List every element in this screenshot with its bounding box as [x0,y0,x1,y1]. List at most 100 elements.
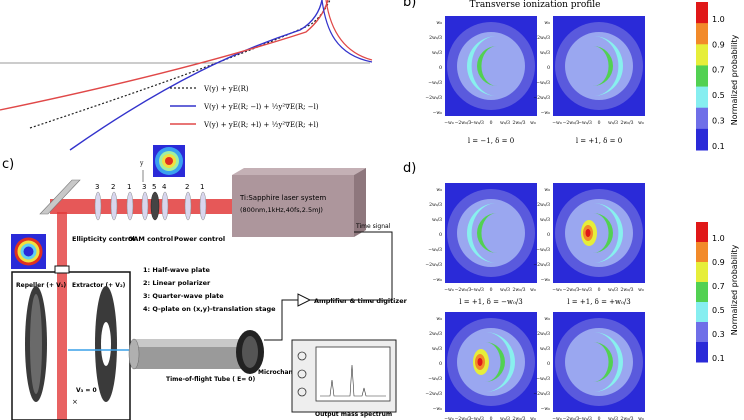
curve-plus-l-right [325,0,373,61]
optic-legend-item-3: 4: Q-plate on (x,y)-translation stage [143,305,276,313]
profile-crescent-green [485,342,505,382]
y-tick-label: −2w₀/3 [533,95,550,101]
colorbar-b-label: Normalized probability [730,34,739,125]
x-tick-label: 2w₀/3 [621,416,634,420]
optic-legend: 1: Half-wave plate 2: Linear polarizer 3… [143,266,276,313]
control-label-power: Power control [174,235,225,243]
optic-number-0: 3 [95,183,99,191]
control-label-oam: OAM control [128,235,173,243]
y-tick-label: −w₀ [433,111,443,116]
y-tick-label: −w₀/3 [536,80,550,86]
colorbar-segment [696,342,708,363]
colorbar-segment [696,44,708,66]
x-tick-label: −w₀ [444,121,454,126]
plot-b-l-minus1: w₀2w₀/3w₀/30−w₀/3−2w₀/3−w₀−w₀−2w₀/3−w₀/3… [425,16,537,126]
control-label-ellipticity: Ellipticity control [72,235,135,243]
y-tick-label: w₀ [544,317,550,322]
panel-d-label: d) [403,161,416,176]
curve-minus-l-right [321,0,373,63]
x-tick-label: 0 [598,416,601,420]
x-tick-label: −w₀ [552,417,562,420]
repeller-plate-face [30,294,42,394]
colorbar-segment [696,242,708,263]
x-tick-label: 2w₀/3 [513,287,526,293]
optic-qwp-1 [94,191,102,221]
x-tick-label: w₀ [530,121,536,126]
beam-profile-gaussian [153,145,185,177]
x-tick-label: −2w₀/3 [455,120,472,126]
colorbar-tick: 1.0 [712,15,725,24]
x-tick-label: −w₀/3 [470,120,484,126]
colorbar-segment [696,107,708,130]
y-tick-label: −2w₀/3 [533,391,550,397]
donut-hole [23,246,34,257]
colorbar-d: 1.00.90.70.50.30.1 [696,222,725,363]
optic-number-2: 1 [127,183,131,191]
amplifier-symbol [297,293,312,307]
y-tick-label: w₀ [544,21,550,26]
tof-tube-label: Time-of-flight Tube ( E= 0) [166,376,255,383]
optic-qplate [150,191,160,221]
y-tick-label: w₀/3 [540,217,550,223]
optic-lp-2 [184,191,192,221]
y-tick-label: −w₀ [541,278,551,283]
mcp-detector-face [242,336,258,368]
colorbar-segment [696,128,708,151]
optic-number-6: 2 [185,183,189,191]
colorbar-segment [696,23,708,45]
y-tick-label: w₀/3 [540,346,550,352]
x-tick-label: −w₀ [444,288,454,293]
y-tick-label: w₀ [436,21,442,26]
y-tick-label: w₀/3 [540,50,550,56]
x-tick-label: −2w₀/3 [455,287,472,293]
optics-row [94,191,207,221]
profile-peak-red [585,229,591,237]
x-tick-label: w₀ [530,288,536,293]
profile-crescent-cyan [485,332,515,392]
legend-label-1: V(y) + yE(R; −l) + ½y²∇E(R; −l) [203,103,319,111]
colorbar-tick: 0.1 [712,142,725,151]
profile-crescent-green [477,46,497,86]
plot-d-bottom-right: w₀2w₀/3w₀/30−w₀/3−2w₀/3−w₀−w₀−2w₀/3−w₀/3… [533,312,645,420]
colorbar-segment [696,262,708,283]
x-tick-label: −w₀ [552,121,562,126]
x-tick-label: w₀ [638,417,644,420]
y-tick-label: −w₀/3 [428,80,442,86]
y-tick-label: −w₀ [433,278,443,283]
x-tick-label: 2w₀/3 [513,120,526,126]
x-tick-label: 2w₀/3 [513,416,526,420]
x-tick-label: w₀/3 [608,416,618,420]
x-tick-label: 0 [598,287,601,293]
caption-d-2: l = +1, δ = +w₀/3 [567,298,630,306]
x-tick-label: −w₀ [552,288,562,293]
repeller-label: Repeller (+ V₁) [16,282,66,289]
plot-d-bottom-left: w₀2w₀/3w₀/30−w₀/3−2w₀/3−w₀−w₀−2w₀/3−w₀/3… [425,312,537,420]
optic-legend-item-0: 1: Half-wave plate [143,266,211,274]
optic-hwp-2 [199,191,207,221]
profile-crescent-cyan [467,203,497,263]
laser-box-title: Ti:Sapphire laser system [239,194,326,202]
y-tick-label: 2w₀/3 [537,202,550,208]
scope-knob-3 [297,387,307,397]
plot-b-l-plus1: w₀2w₀/3w₀/30−w₀/3−2w₀/3−w₀−w₀−2w₀/3−w₀/3… [533,16,645,126]
plot-d-delta-minus: w₀2w₀/3w₀/30−w₀/3−2w₀/3−w₀−w₀−2w₀/3−w₀/3… [425,183,537,293]
x-tick-label: −w₀/3 [578,120,592,126]
optic-legend-item-1: 2: Linear polarizer [143,279,211,287]
amplifier-label: Amplifier & time digitizer [314,297,408,305]
axis-y-label: y [139,160,144,167]
optic-qwp-3 [161,191,169,221]
y-tick-label: 0 [547,361,550,367]
y-tick-label: w₀/3 [432,217,442,223]
extractor-label: Extractor (+ V₂) [72,282,126,289]
optic-number-4: 5 [152,183,156,191]
x-tick-label: w₀/3 [500,287,510,293]
ground-label: V₃ = 0 [76,387,97,394]
x-tick-label: 0 [598,120,601,126]
wire-mcp-amp [264,299,298,341]
caption-b-2: l = +1, δ = 0 [576,137,622,145]
wire-time-signal [310,231,393,301]
caption-d-1: l = +1, δ = −w₀/3 [459,298,522,306]
y-tick-label: −w₀/3 [428,247,442,253]
profile-peak-red [477,358,483,366]
